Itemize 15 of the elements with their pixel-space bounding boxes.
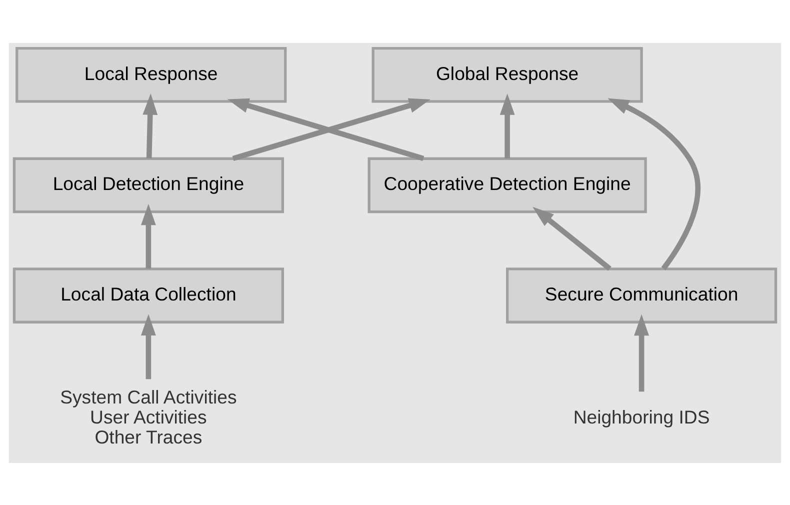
node-box: Local Response <box>16 46 287 102</box>
arrow <box>500 93 515 158</box>
arrow <box>140 203 156 268</box>
arrow <box>532 206 612 270</box>
node-box: Global Response <box>372 46 643 102</box>
node-text: System Call Activities User Activities Other Traces <box>60 386 237 447</box>
node-box: Local Detection Engine <box>12 156 284 213</box>
node-box: Cooperative Detection Engine <box>368 156 647 213</box>
arrow <box>140 314 156 379</box>
arrow <box>142 93 158 158</box>
node-text: Neighboring IDS <box>573 406 710 427</box>
node-box: Local Data Collection <box>12 267 284 323</box>
arrow <box>634 314 650 392</box>
arrow <box>608 98 701 270</box>
node-box: Secure Communication <box>506 267 778 323</box>
